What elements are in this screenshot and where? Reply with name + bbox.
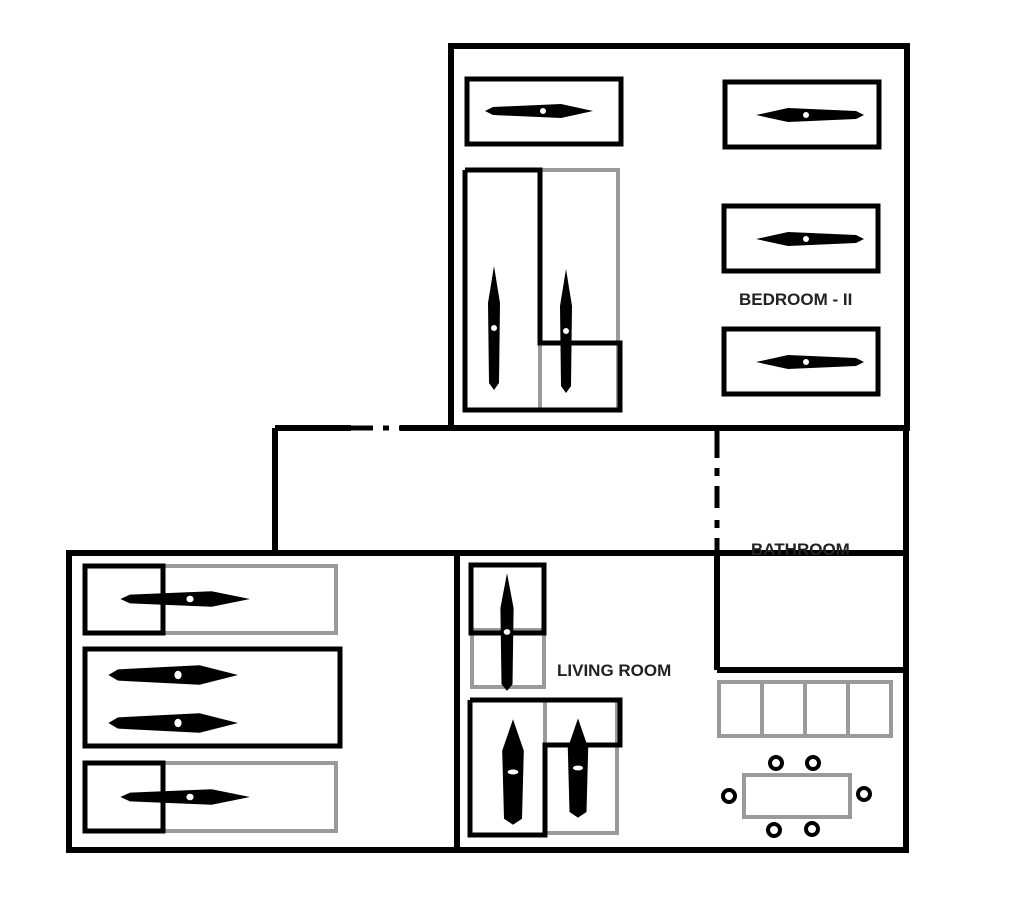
chair	[805, 755, 821, 771]
pin-icon	[119, 788, 252, 806]
pin-icon	[499, 571, 515, 693]
pin-icon	[500, 717, 526, 827]
bedroom-2-wall	[448, 43, 910, 431]
pin-icon	[106, 711, 240, 735]
living-l-unit	[467, 697, 623, 838]
left-middle-panel	[82, 646, 343, 749]
bedroom-2-furniture: BEDROOM - II	[462, 76, 882, 413]
left-room-furniture	[82, 563, 343, 834]
dining-table	[721, 755, 872, 838]
chair	[804, 821, 820, 837]
chair	[766, 822, 782, 838]
grey-sofa	[717, 680, 893, 738]
room-label-bathroom: BATHROOM	[751, 540, 850, 559]
door-openings	[275, 425, 720, 556]
bedroom-2-top-right-panel	[722, 79, 882, 150]
chair	[768, 755, 784, 771]
room-label-bedroom-2: BEDROOM - II	[739, 290, 852, 309]
bedroom-2-l-unit	[462, 167, 623, 413]
pin-icon	[106, 663, 240, 687]
pin-icon	[566, 716, 590, 820]
pin-icon	[559, 268, 573, 394]
bedroom-2-top-left-panel	[464, 76, 624, 147]
pin-icon	[755, 354, 865, 370]
chair	[856, 786, 872, 802]
bedroom-2-low-right-panel	[721, 326, 881, 397]
chair	[721, 788, 737, 804]
pin-icon	[484, 103, 594, 119]
pin-icon	[755, 107, 865, 123]
table-top	[742, 773, 852, 819]
bedroom-2-mid-right-panel	[721, 203, 881, 274]
pin-icon	[487, 265, 501, 391]
bedroom-2-grey-panel	[538, 168, 620, 412]
pin-icon	[755, 231, 865, 247]
room-label-living-room: LIVING ROOM	[557, 661, 671, 680]
pin-icon	[119, 590, 252, 608]
living-room-furniture: LIVING ROOM	[467, 562, 893, 838]
